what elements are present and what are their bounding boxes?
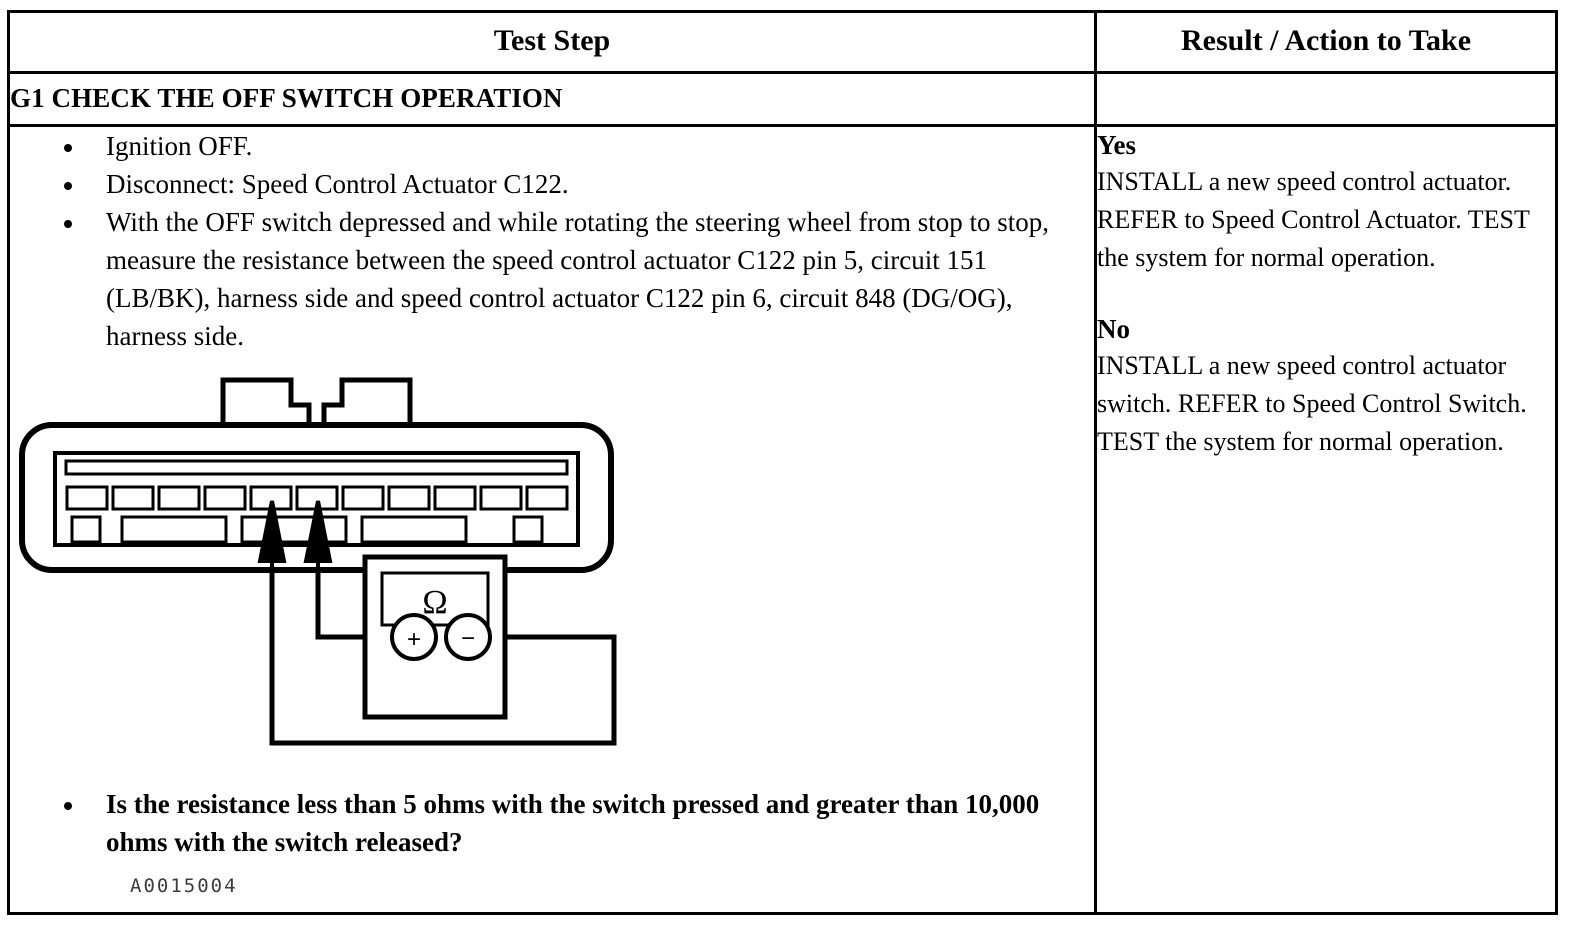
connector-pin-row-lower	[70, 515, 544, 544]
pin-slot	[341, 485, 385, 511]
result-text-yes: INSTALL a new speed control actuator. RE…	[1097, 167, 1530, 272]
pin-slot-wide	[70, 515, 102, 544]
section-title-empty-cell	[1094, 71, 1558, 127]
meter-display	[380, 571, 490, 627]
probe-arrowhead-pin6	[303, 500, 333, 563]
pin-slot-wide	[120, 515, 228, 544]
pin-slot	[203, 485, 247, 511]
test-question-list: Is the resistance less than 5 ohms with …	[10, 785, 1094, 861]
test-step-list: Ignition OFF. Disconnect: Speed Control …	[10, 127, 1094, 355]
probe-arrowhead-pin5	[257, 500, 287, 563]
terminal-positive-label: +	[407, 626, 421, 653]
result-text-no: INSTALL a new speed control actuator swi…	[1097, 351, 1527, 456]
result-block-no: No INSTALL a new speed control actuator …	[1097, 311, 1555, 461]
pin-slot	[111, 485, 155, 511]
connector-top-slot	[64, 459, 569, 476]
table-body-row: Ignition OFF. Disconnect: Speed Control …	[7, 124, 1558, 915]
figure-id-label: A0015004	[130, 875, 238, 897]
header-test-step: Test Step	[7, 10, 1097, 74]
pin-slot	[479, 485, 523, 511]
terminal-negative	[444, 613, 492, 661]
result-action-cell: Yes INSTALL a new speed control actuator…	[1094, 124, 1558, 915]
section-title-row: G1 CHECK THE OFF SWITCH OPERATION	[7, 71, 1558, 127]
pin-slot-wide	[240, 515, 348, 544]
test-question: Is the resistance less than 5 ohms with …	[10, 785, 1094, 861]
result-block-yes: Yes INSTALL a new speed control actuator…	[1097, 127, 1555, 277]
terminal-positive	[390, 613, 438, 661]
list-item: Ignition OFF.	[10, 127, 1094, 165]
header-result-action: Result / Action to Take	[1094, 10, 1558, 74]
connector-tab-right	[321, 377, 413, 425]
probe-arrows	[257, 500, 333, 570]
wiring-diagram-svg: Ω + −	[19, 377, 617, 746]
test-step-cell: Ignition OFF. Disconnect: Speed Control …	[7, 124, 1097, 915]
ohmmeter	[362, 554, 508, 720]
result-label-no: No	[1097, 314, 1130, 344]
result-label-yes: Yes	[1097, 130, 1136, 160]
pin-slot-wide	[512, 515, 544, 544]
connector-tab-left	[220, 377, 312, 425]
meter-ohm-symbol: Ω	[422, 584, 447, 621]
pin-slot	[65, 485, 109, 511]
lead-wire-pin5	[269, 570, 617, 746]
terminal-negative-label: −	[461, 625, 475, 652]
pin-slot	[157, 485, 201, 511]
connector-meter-diagram: Ω + −	[10, 365, 1070, 785]
pin-slot	[525, 485, 569, 511]
pinpoint-test-table: Test Step Result / Action to Take G1 CHE…	[7, 10, 1558, 915]
list-item: Disconnect: Speed Control Actuator C122.	[10, 165, 1094, 203]
pin-slot-wide	[360, 515, 468, 544]
table-header-row: Test Step Result / Action to Take	[7, 10, 1558, 74]
pin-slot	[433, 485, 477, 511]
result-spacer	[1097, 277, 1555, 311]
pin-slot	[387, 485, 431, 511]
list-item: With the OFF switch depressed and while …	[10, 203, 1094, 355]
section-title: G1 CHECK THE OFF SWITCH OPERATION	[7, 71, 1097, 127]
